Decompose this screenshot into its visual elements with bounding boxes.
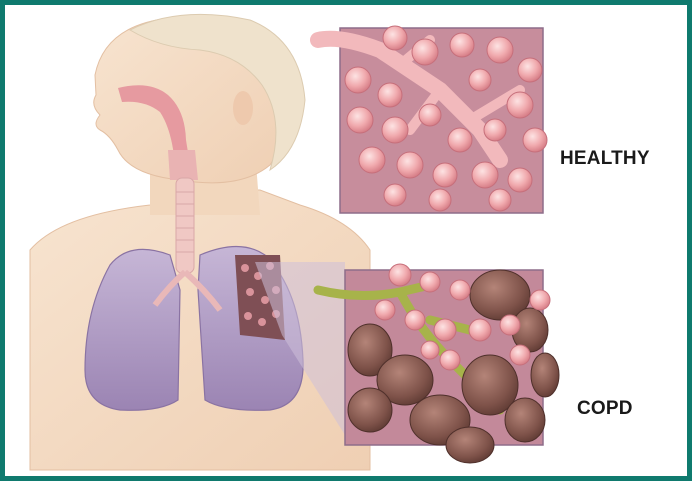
healthy-label: HEALTHY bbox=[560, 148, 650, 170]
human-figure bbox=[30, 14, 370, 470]
copd-panel bbox=[318, 264, 559, 463]
copd-label: COPD bbox=[577, 398, 633, 420]
throat bbox=[168, 150, 198, 180]
healthy-panel bbox=[318, 26, 547, 213]
ear bbox=[233, 91, 253, 125]
